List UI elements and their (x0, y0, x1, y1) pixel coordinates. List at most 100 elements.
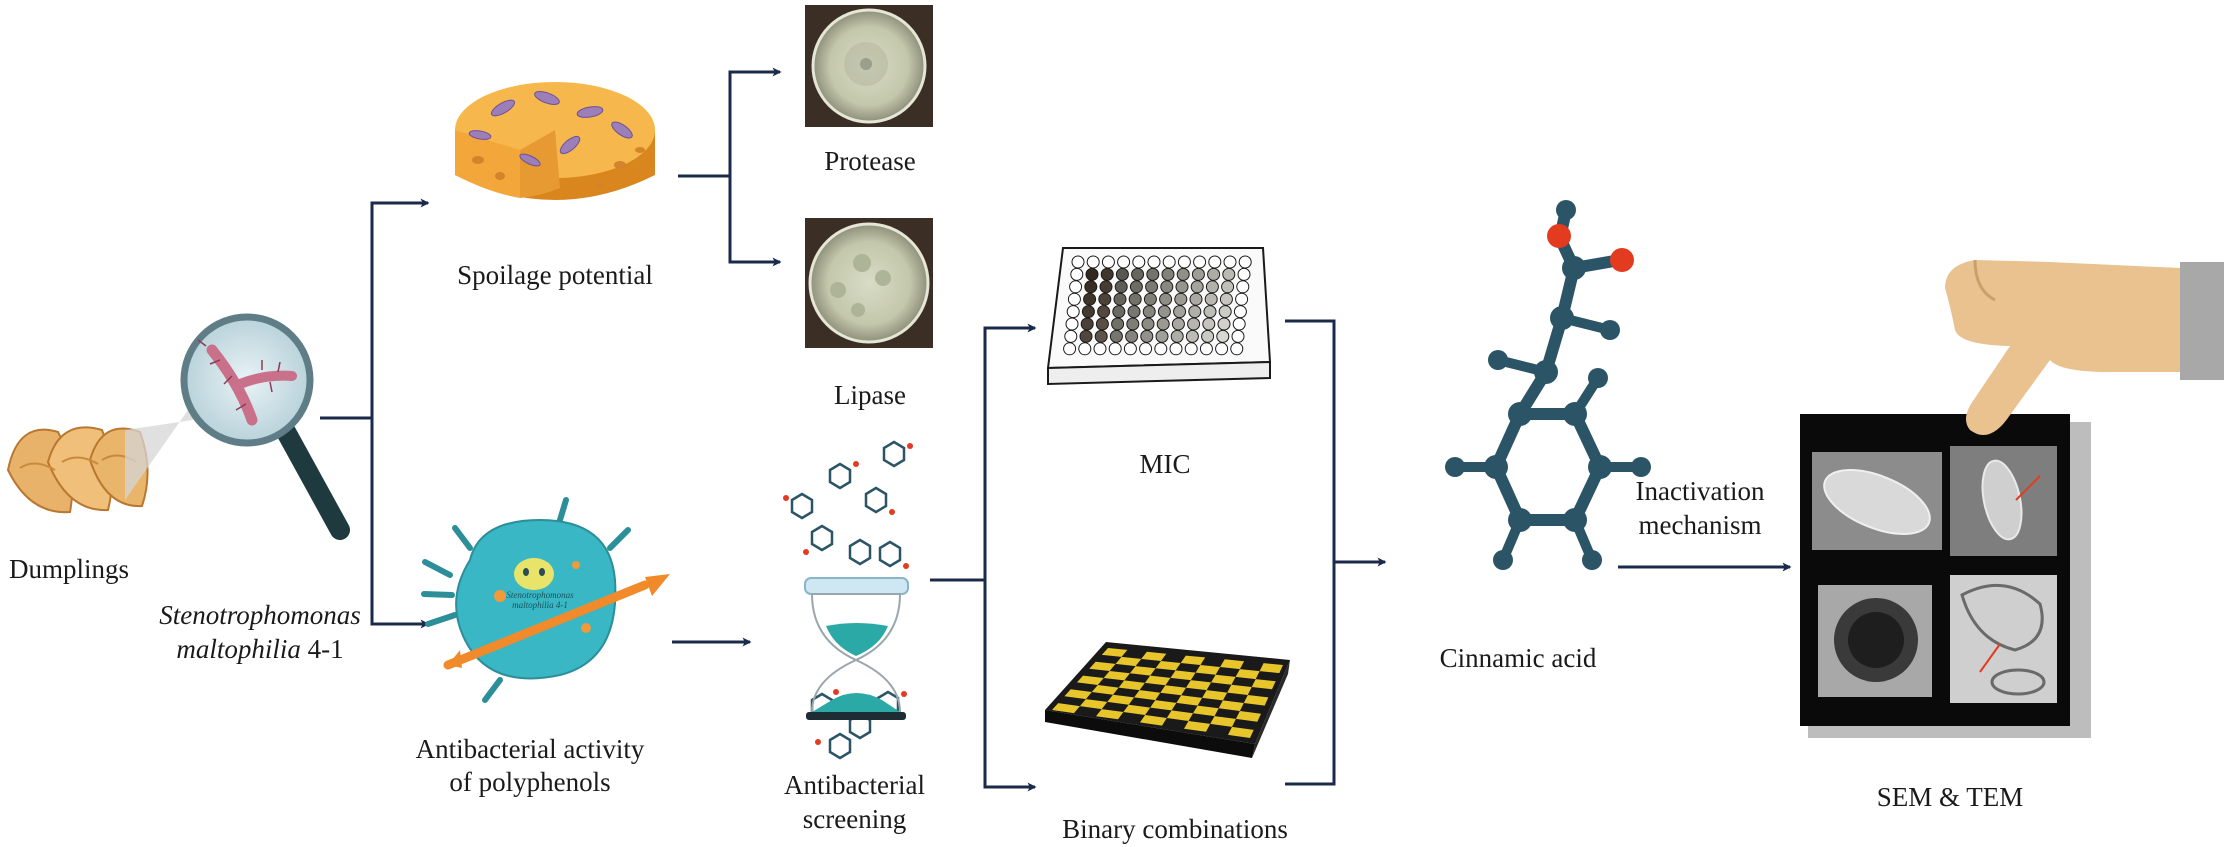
well (1189, 292, 1203, 306)
well (1114, 280, 1128, 294)
label-antibacterial-activity: Antibacterial activity (415, 734, 645, 764)
well (1216, 329, 1230, 343)
connector-screening (930, 323, 1037, 582)
cheese-illustration (455, 82, 655, 200)
connector-lipase (728, 176, 782, 267)
well (1161, 267, 1175, 281)
well (1185, 329, 1199, 343)
well (1108, 342, 1122, 356)
well (1112, 305, 1126, 319)
well (1084, 280, 1098, 294)
well (1139, 342, 1153, 356)
well (1142, 305, 1156, 319)
checker-square (1186, 680, 1212, 691)
well (1065, 317, 1079, 331)
well (1176, 267, 1190, 281)
microbe-illustration (421, 497, 670, 703)
well (1101, 255, 1115, 269)
well (1157, 305, 1171, 319)
well (1080, 317, 1094, 331)
well (1173, 305, 1187, 319)
well (1175, 280, 1189, 294)
connector-branch-lower (370, 418, 430, 629)
well (1129, 280, 1143, 294)
hand-illustration (1945, 259, 2224, 435)
well (1236, 280, 1250, 294)
well (1066, 305, 1080, 319)
well (1230, 342, 1244, 356)
well-grid (1063, 255, 1252, 356)
well (1111, 317, 1125, 331)
well (1081, 305, 1095, 319)
checker-square (1089, 661, 1116, 671)
well (1184, 342, 1198, 356)
checker-square (1076, 675, 1104, 685)
checker-square (1220, 659, 1245, 670)
checker-square (1211, 674, 1236, 685)
well (1094, 329, 1108, 343)
well (1086, 255, 1100, 269)
connectors (320, 67, 1792, 792)
checkerboard-illustration (1045, 642, 1290, 758)
well (1067, 292, 1081, 306)
checker-square (1118, 680, 1145, 691)
checker-square (1134, 690, 1161, 701)
well (1169, 342, 1183, 356)
well (1085, 267, 1099, 281)
well (1238, 255, 1252, 269)
magnifier-illustration (125, 313, 350, 540)
checker-grid (1052, 648, 1283, 738)
cinnamic-acid-molecule (1445, 200, 1651, 570)
well (1140, 329, 1154, 343)
well (1215, 342, 1229, 356)
checker-square (1064, 689, 1092, 700)
well (1113, 292, 1127, 306)
well (1115, 267, 1129, 281)
checker-square (1141, 651, 1167, 661)
label-bacterium-strain: maltophilia 4-1 (140, 632, 380, 666)
well (1219, 292, 1233, 306)
checker-square (1228, 726, 1254, 738)
well (1097, 305, 1111, 319)
well (1099, 280, 1113, 294)
well (1131, 267, 1145, 281)
checker-square (1202, 690, 1228, 701)
checker-square (1166, 710, 1193, 721)
checker-square (1259, 663, 1283, 674)
label-lipase: Lipase (834, 380, 906, 410)
connector-binary (983, 580, 1037, 792)
well (1177, 255, 1191, 269)
well (1191, 267, 1205, 281)
sem-tem-micrographs (1800, 414, 2091, 738)
well (1100, 267, 1114, 281)
well (1208, 255, 1222, 269)
checker-square (1103, 671, 1130, 681)
well (1190, 280, 1204, 294)
well (1188, 305, 1202, 319)
well (1083, 292, 1097, 306)
label-screening: screening (802, 804, 907, 834)
well (1117, 255, 1131, 269)
checker-square (1235, 669, 1260, 680)
well (1126, 317, 1140, 331)
checker-square (1144, 675, 1171, 686)
label-protease: Protease (824, 146, 916, 176)
well (1193, 255, 1207, 269)
well (1222, 267, 1236, 281)
mic-well-plate (1046, 247, 1272, 386)
checker-square (1140, 715, 1167, 726)
microbe-caption-line1: Stenotrophomonas (506, 590, 574, 600)
well (1063, 342, 1077, 356)
label-dumplings: Dumplings (8, 554, 129, 584)
checker-square (1129, 666, 1156, 676)
well (1223, 255, 1237, 269)
well (1109, 329, 1123, 343)
well (1205, 280, 1219, 294)
lipase-plate-photo (805, 218, 933, 348)
checker-square (1193, 705, 1219, 717)
checker-square (1079, 699, 1108, 710)
microbe-caption: Stenotrophomonas maltophilia 4-1 (490, 590, 590, 610)
label-bacterium-strain-number: 4-1 (300, 634, 344, 664)
well (1127, 305, 1141, 319)
